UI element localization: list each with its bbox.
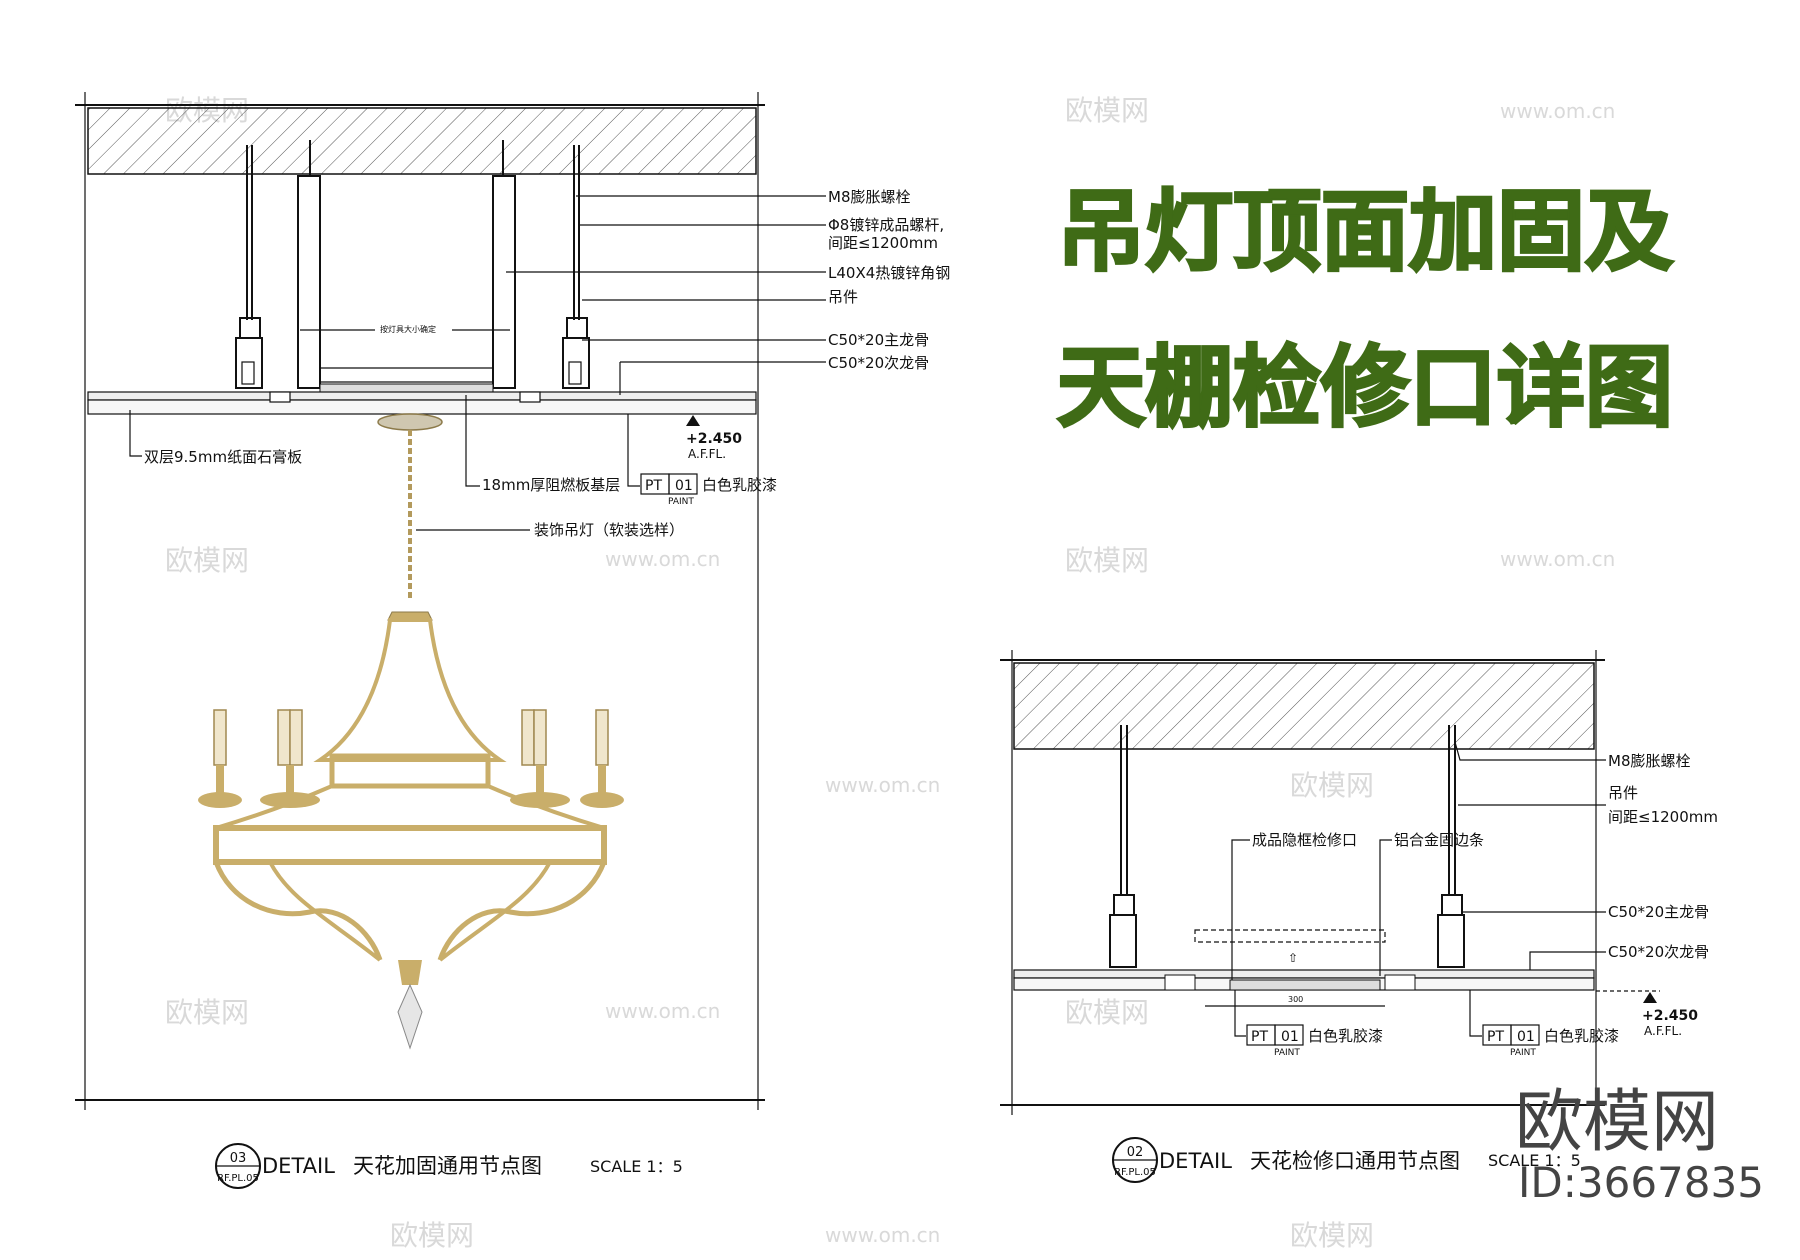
callout-sheet-right: RF.PL.05: [1114, 1167, 1156, 1178]
svg-text:PAINT: PAINT: [668, 497, 694, 507]
watermark-url: www.om.cn: [605, 547, 720, 571]
label-bolt: M8膨胀螺栓: [828, 188, 911, 206]
svg-text:PT: PT: [645, 478, 662, 494]
callout-name-right: 天花检修口通用节点图: [1250, 1149, 1460, 1173]
concrete-slab: [87, 107, 757, 175]
paint-tag-left: PT 01 PAINT 白色乳胶漆: [640, 473, 777, 507]
ceiling-board-1: [1013, 969, 1595, 979]
svg-text:01: 01: [1281, 1029, 1299, 1045]
label-angle-steel: L40X4热镀锌角钢: [828, 264, 950, 282]
level-marker-right: [1643, 992, 1657, 1003]
gypsum-board-layer2: [87, 399, 757, 415]
svg-text:01: 01: [675, 478, 693, 494]
level-marker-left: [686, 415, 700, 426]
callout-word-left: DETAIL: [262, 1154, 335, 1178]
svg-text:PAINT: PAINT: [1274, 1048, 1300, 1058]
level-ref-left: A.F.FL.: [688, 447, 726, 461]
watermark-url: www.om.cn: [825, 773, 940, 797]
angle-steel-frame: [297, 140, 516, 393]
label-main-keel: C50*20主龙骨: [1608, 903, 1709, 921]
callout-number-left: 03: [230, 1151, 247, 1166]
callout-scale-left: SCALE 1：5: [590, 1157, 683, 1176]
sheet-title-line2: 天棚检修口详图: [1057, 336, 1673, 439]
watermark-url: www.om.cn: [605, 999, 720, 1023]
label-group-right: M8膨胀螺栓 吊件 间距≤1200mm C50*20主龙骨 C50*20次龙骨 …: [1231, 741, 1718, 1058]
watermark-brand: 欧模网: [165, 544, 249, 577]
watermark-url: www.om.cn: [1500, 547, 1615, 571]
svg-text:PT: PT: [1251, 1029, 1268, 1045]
chandelier-illustration: [198, 413, 624, 1050]
label-group-left: M8膨胀螺栓 Φ8镀锌成品螺杆, 间距≤1200mm L40X4热镀锌角钢 吊件…: [129, 188, 950, 539]
watermark-layer: 欧模网 欧模网 www.om.cn 欧模网 www.om.cn 欧模网 www.…: [165, 94, 1615, 1252]
watermark-brand: 欧模网: [1290, 769, 1374, 802]
label-main-keel: C50*20主龙骨: [828, 331, 929, 349]
callout-scale-right: SCALE 1：5: [1488, 1151, 1581, 1170]
watermark-brand: 欧模网: [165, 996, 249, 1029]
detail-left: 按灯具大小确定 M8膨胀螺栓 Φ8镀锌成品螺杆, 间距≤1200mm L40X4…: [75, 92, 950, 1189]
watermark-brand: 欧模网: [1290, 1219, 1374, 1252]
callout-word-right: DETAIL: [1159, 1149, 1232, 1173]
level-value-right: +2.450: [1642, 1008, 1698, 1024]
watermark-url: www.om.cn: [1500, 99, 1615, 123]
label-bolt: M8膨胀螺栓: [1608, 752, 1691, 770]
label-fireboard: 18mm厚阻燃板基层: [482, 476, 620, 494]
watermark-brand: 欧模网: [390, 1219, 474, 1252]
access-hatch: ⇧: [1164, 929, 1416, 991]
svg-text:⇧: ⇧: [1288, 951, 1298, 965]
hanger-rod-right: [562, 145, 590, 389]
label-hanger: 吊件: [828, 288, 858, 306]
concrete-slab: [1013, 662, 1595, 750]
label-gypsum: 双层9.5mm纸面石膏板: [144, 448, 302, 466]
svg-text:PT: PT: [1487, 1029, 1504, 1045]
label-trim: 铝合金固边条: [1394, 831, 1484, 849]
watermark-brand: 欧模网: [1065, 94, 1149, 127]
svg-text:白色乳胶漆: 白色乳胶漆: [1308, 1027, 1383, 1045]
detail-callout-right: 02 RF.PL.05 DETAIL 天花检修口通用节点图 SCALE 1：5: [1112, 1137, 1581, 1183]
svg-text:白色乳胶漆: 白色乳胶漆: [702, 476, 777, 494]
paint-tag-right-1: PT 01 PAINT 白色乳胶漆: [1246, 1024, 1383, 1058]
label-hanger: 吊件: [1608, 784, 1638, 802]
hanger-rod-left: [1109, 725, 1137, 968]
brand-logo-text: 欧模网: [1515, 1083, 1719, 1162]
label-sub-keel: C50*20次龙骨: [1608, 943, 1709, 961]
inner-note: 按灯具大小确定: [380, 324, 436, 334]
watermark-url: www.om.cn: [825, 1223, 940, 1247]
paint-tag-right-2: PT 01 PAINT 白色乳胶漆: [1482, 1024, 1619, 1058]
gypsum-board-layer1: [87, 391, 757, 401]
svg-text:白色乳胶漆: 白色乳胶漆: [1544, 1027, 1619, 1045]
watermark-brand: 欧模网: [1065, 544, 1149, 577]
label-rod-line1: Φ8镀锌成品螺杆,: [828, 216, 944, 234]
label-hanger-spacing: 间距≤1200mm: [1608, 808, 1718, 826]
label-chandelier: 装饰吊灯（软装选样）: [534, 521, 684, 539]
label-hatch: 成品隐框检修口: [1252, 831, 1357, 849]
callout-number-right: 02: [1127, 1145, 1144, 1160]
hanger-rod-right: [1437, 725, 1465, 968]
watermark-brand: 欧模网: [1065, 996, 1149, 1029]
detail-right: ⇧ 300 M8膨胀螺栓 吊件 间距≤1200mm C50*20主龙骨 C50*…: [1000, 650, 1718, 1183]
callout-name-left: 天花加固通用节点图: [353, 1154, 542, 1178]
svg-text:PAINT: PAINT: [1510, 1048, 1536, 1058]
level-value-left: +2.450: [686, 431, 742, 447]
callout-sheet-left: RF.PL.05: [217, 1173, 259, 1184]
detail-callout-left: 03 RF.PL.05 DETAIL 天花加固通用节点图 SCALE 1：5: [215, 1143, 683, 1189]
brand-id: ID:3667835: [1518, 1158, 1764, 1207]
label-rod-line2: 间距≤1200mm: [828, 234, 938, 252]
hanger-rod-left: [235, 145, 263, 389]
level-ref-right: A.F.FL.: [1644, 1024, 1682, 1038]
svg-text:01: 01: [1517, 1029, 1535, 1045]
sheet-title-line1: 吊灯顶面加固及: [1057, 180, 1673, 283]
label-sub-keel: C50*20次龙骨: [828, 354, 929, 372]
dimension-text: 300: [1288, 995, 1303, 1004]
